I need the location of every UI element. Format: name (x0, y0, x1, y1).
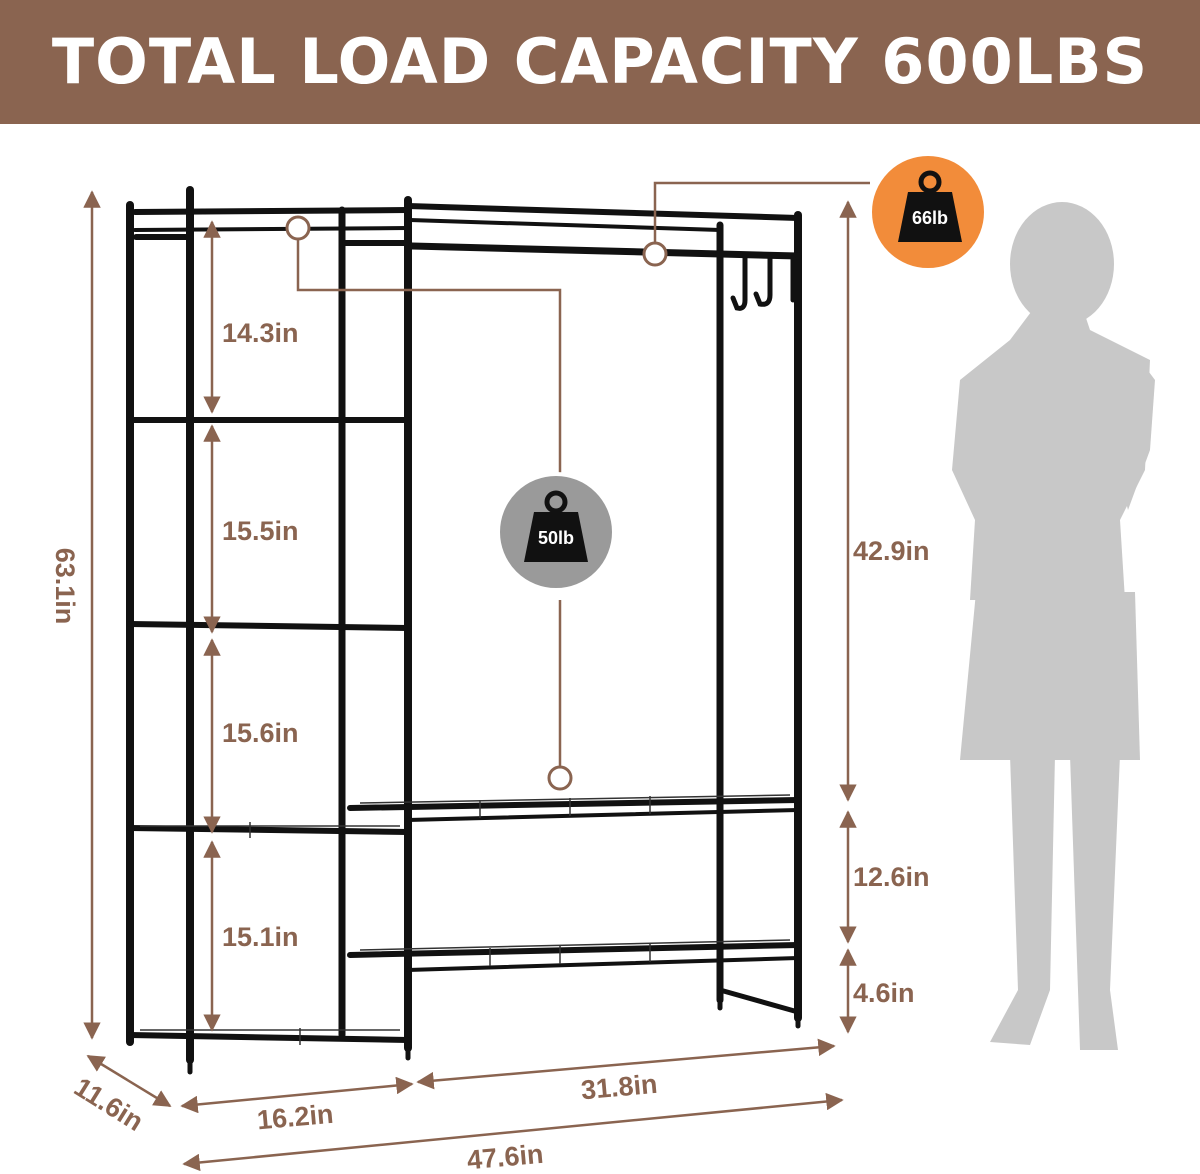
right-width-label: 31.8in (580, 1069, 659, 1106)
shelf-gap-4-label: 15.1in (222, 922, 299, 952)
total-height-label: 63.1in (50, 548, 80, 625)
rod-load-badge: 66lb (868, 152, 988, 272)
clothes-rack-frame (126, 186, 802, 1075)
left-width-label: 16.2in (256, 1099, 335, 1136)
shelf-load-label: 50lb (538, 528, 574, 548)
leader-rings (285, 215, 668, 791)
weight-icon (524, 490, 588, 562)
title-banner (0, 0, 1200, 124)
hanging-height-label: 42.9in (853, 536, 930, 566)
rod-load-label: 66lb (912, 208, 948, 228)
weight-icon (898, 170, 962, 242)
shelf-gap-3-label: 15.6in (222, 718, 299, 748)
total-width-label: 47.6in (466, 1139, 545, 1174)
depth-label: 11.6in (69, 1072, 149, 1137)
lower-gap-1-label: 12.6in (853, 862, 930, 892)
shelf-load-badge: 50lb (496, 472, 616, 592)
leader-lines (296, 181, 870, 775)
banner-title: TOTAL LOAD CAPACITY 600LBS (51, 25, 1149, 98)
shelf-gap-1-label: 14.3in (222, 318, 299, 348)
dimension-lines (83, 190, 857, 1172)
lower-gap-2-label: 4.6in (853, 978, 915, 1008)
shelf-gap-2-label: 15.5in (222, 516, 299, 546)
shelf-mesh (140, 794, 791, 1045)
person-silhouette (952, 202, 1155, 1050)
